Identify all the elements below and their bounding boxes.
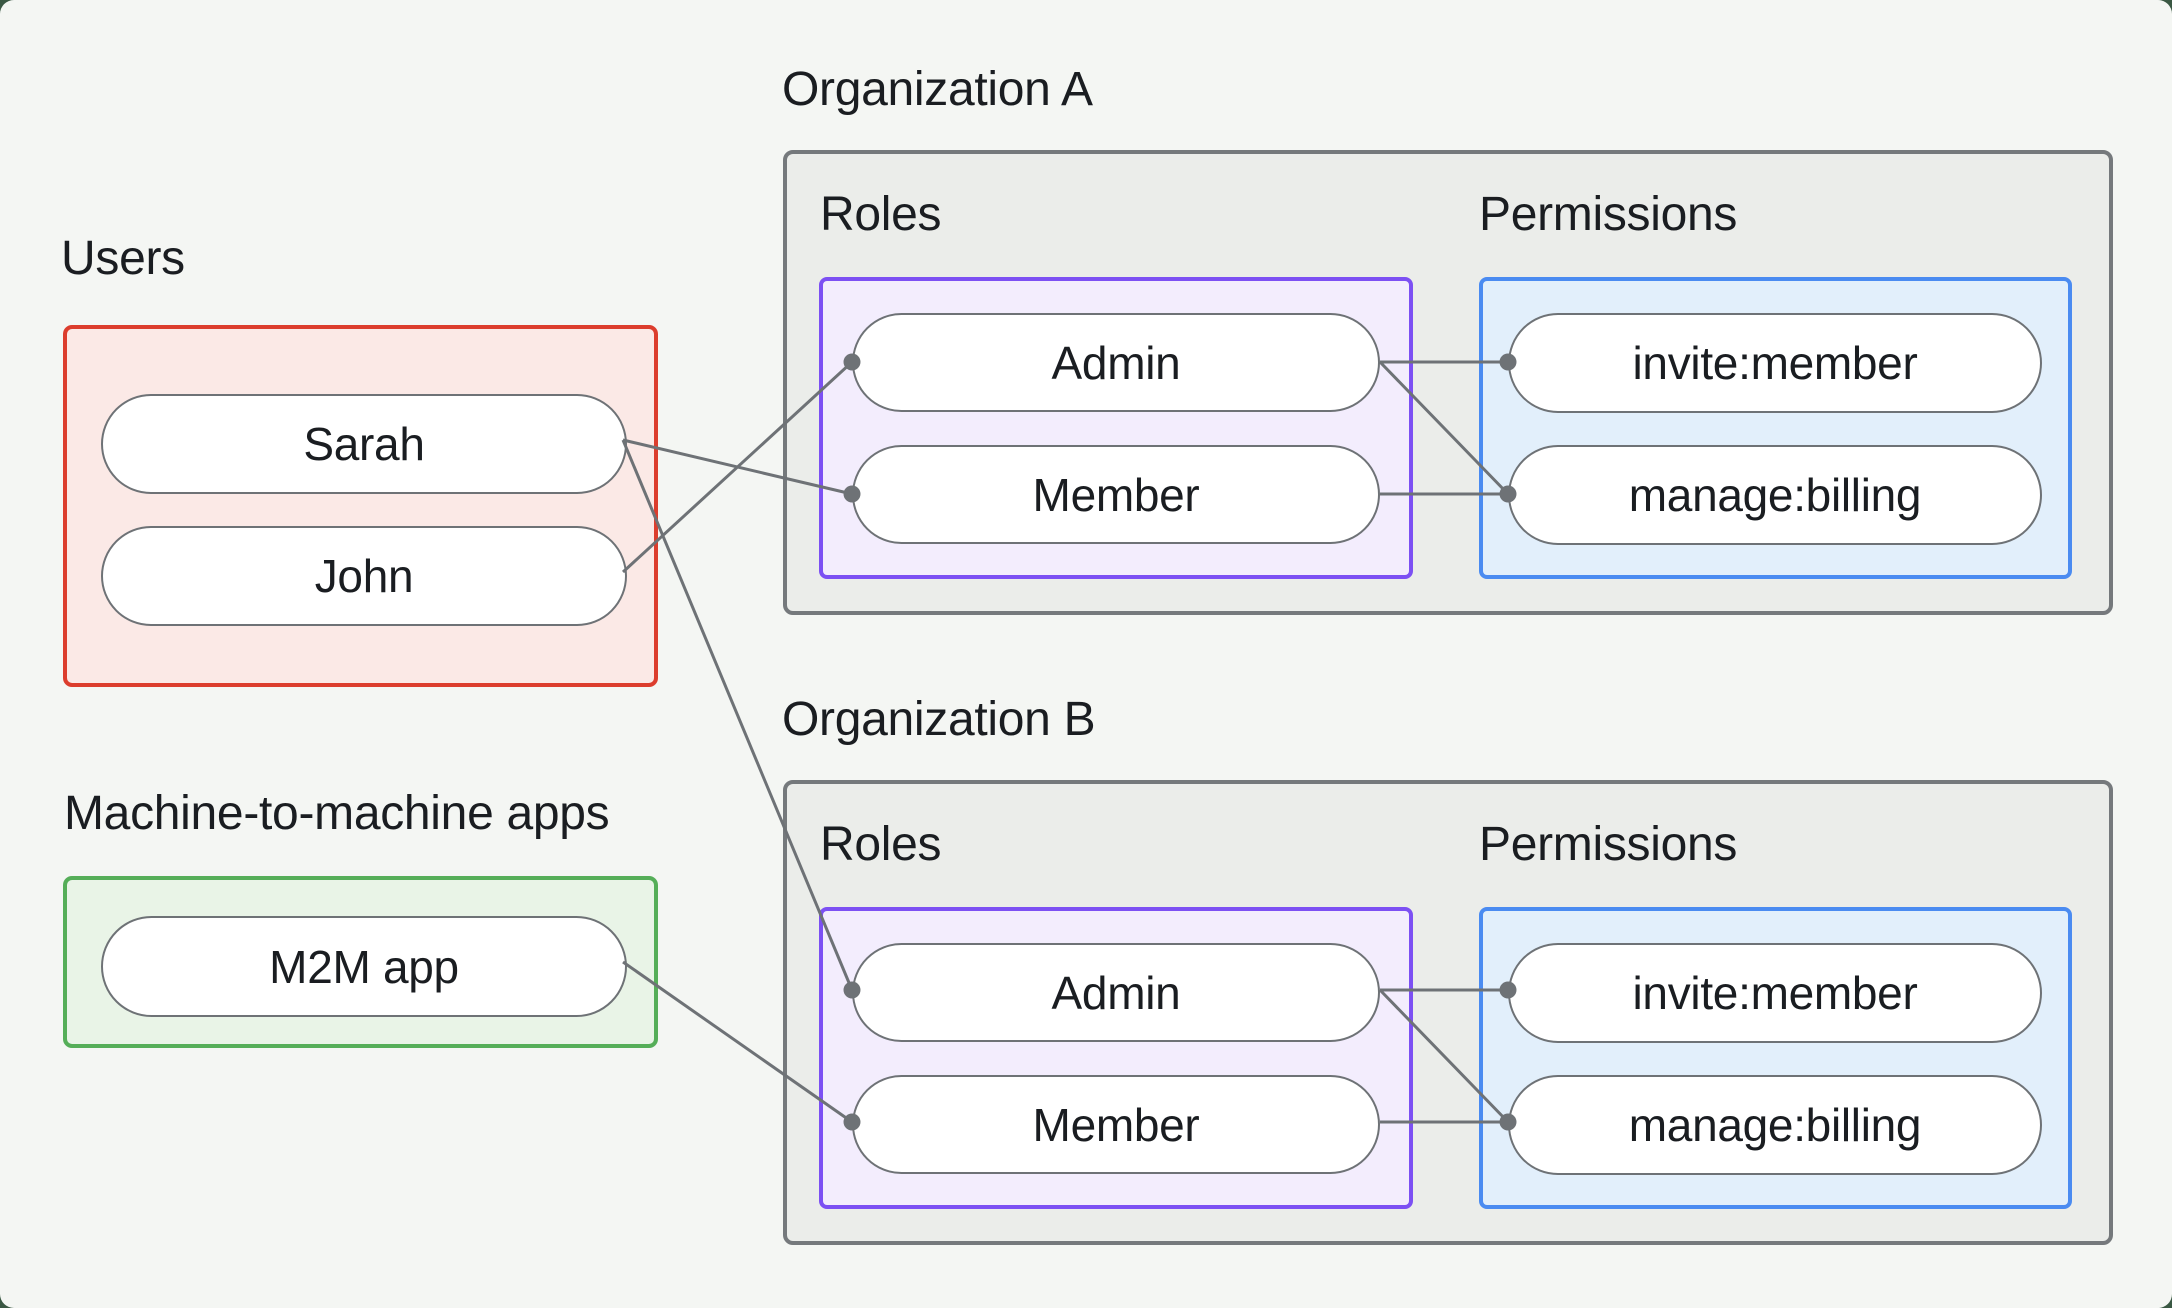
org-b-roles-box: Admin Member xyxy=(819,907,1413,1209)
org-b-permissions-box: invite:member manage:billing xyxy=(1479,907,2072,1209)
user-pill-john: John xyxy=(101,526,627,626)
organization-a-box: Roles Permissions Admin Member invite:me… xyxy=(783,150,2113,615)
org-a-role-admin-label: Admin xyxy=(1051,336,1181,389)
organization-a-title: Organization A xyxy=(782,63,1093,116)
org-b-role-pill-member: Member xyxy=(852,1075,1380,1174)
org-a-permission-manage-billing-label: manage:billing xyxy=(1628,469,1922,521)
org-b-permission-pill-manage-billing: manage:billing xyxy=(1508,1075,2042,1175)
org-b-roles-label: Roles xyxy=(820,818,942,871)
org-a-permissions-label: Permissions xyxy=(1479,188,1738,241)
org-b-permissions-label: Permissions xyxy=(1479,818,1738,871)
org-b-permission-invite-member-label: invite:member xyxy=(1632,967,1918,1019)
org-a-permission-pill-manage-billing: manage:billing xyxy=(1508,445,2042,545)
user-pill-sarah-label: Sarah xyxy=(303,418,425,470)
org-a-roles-box: Admin Member xyxy=(819,277,1413,579)
org-b-permission-manage-billing-label: manage:billing xyxy=(1628,1099,1922,1151)
org-a-permission-pill-invite-member: invite:member xyxy=(1508,313,2042,413)
m2m-section-title: Machine-to-machine apps xyxy=(64,787,610,840)
org-b-role-admin-label: Admin xyxy=(1051,966,1181,1019)
m2m-app-pill: M2M app xyxy=(101,916,627,1017)
org-a-roles-label: Roles xyxy=(820,188,942,241)
org-b-permission-pill-invite-member: invite:member xyxy=(1508,943,2042,1043)
m2m-box: M2M app xyxy=(63,876,658,1048)
user-pill-sarah: Sarah xyxy=(101,394,627,494)
org-a-permissions-box: invite:member manage:billing xyxy=(1479,277,2072,579)
users-section-title: Users xyxy=(61,232,185,285)
organization-b-title: Organization B xyxy=(782,693,1096,746)
org-b-role-member-label: Member xyxy=(1032,1098,1200,1151)
org-a-permission-invite-member-label: invite:member xyxy=(1632,337,1918,389)
m2m-app-pill-label: M2M app xyxy=(269,940,459,993)
user-pill-john-label: John xyxy=(314,550,414,602)
users-box: Sarah John xyxy=(63,325,658,687)
org-a-role-member-label: Member xyxy=(1032,468,1200,521)
org-a-role-pill-member: Member xyxy=(852,445,1380,544)
org-a-role-pill-admin: Admin xyxy=(852,313,1380,412)
organization-b-box: Roles Permissions Admin Member invite:me… xyxy=(783,780,2113,1245)
org-b-role-pill-admin: Admin xyxy=(852,943,1380,1042)
